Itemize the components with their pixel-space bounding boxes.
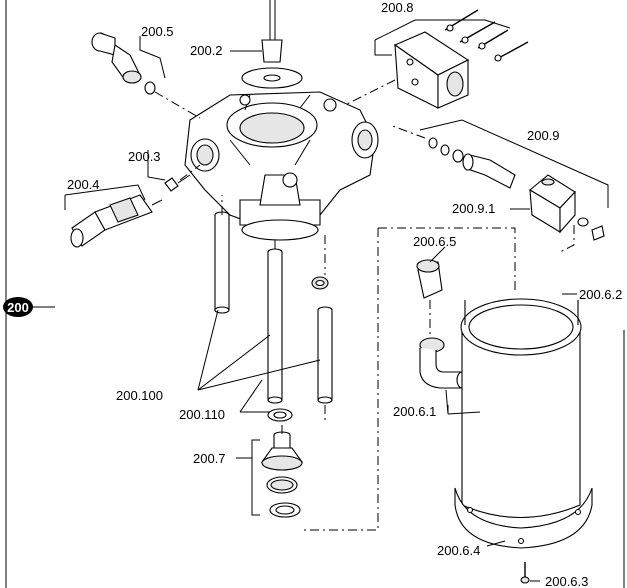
pump-head-body bbox=[184, 91, 379, 241]
callout-200-7[interactable]: 200.7 bbox=[193, 451, 226, 466]
callout-200-9-1[interactable]: 200.9.1 bbox=[452, 201, 495, 216]
callout-200-6-4[interactable]: 200.6.4 bbox=[437, 543, 480, 558]
callout-200-100[interactable]: 200.100 bbox=[116, 388, 163, 403]
assembly-badge-label: 200 bbox=[7, 300, 29, 315]
part-200-7-filter bbox=[260, 431, 304, 518]
part-200-110-rings bbox=[267, 276, 329, 422]
part-200-5-fitting bbox=[91, 32, 156, 95]
callout-200-2[interactable]: 200.2 bbox=[190, 43, 223, 58]
leader-lines bbox=[64, 36, 577, 582]
callout-200-4[interactable]: 200.4 bbox=[67, 177, 100, 192]
part-200-2-shaft-disc bbox=[241, 0, 303, 89]
part-200-6-3-screw bbox=[520, 562, 530, 584]
part-200-100-pipes bbox=[214, 211, 333, 404]
callout-200-6-3[interactable]: 200.6.3 bbox=[545, 574, 588, 588]
part-200-3-screw bbox=[164, 174, 191, 192]
callout-200-5[interactable]: 200.5 bbox=[141, 24, 174, 39]
callout-200-6-1[interactable]: 200.6.1 bbox=[393, 404, 436, 419]
part-200-8-block bbox=[393, 9, 529, 109]
part-200-6-2-tank bbox=[454, 298, 593, 549]
callout-200-9[interactable]: 200.9 bbox=[527, 128, 560, 143]
callout-200-3[interactable]: 200.3 bbox=[128, 149, 161, 164]
part-200-9-valve bbox=[428, 137, 605, 241]
part-200-6-1-elbow bbox=[419, 337, 468, 389]
part-200-4-valve bbox=[70, 194, 163, 248]
callout-200-6-2[interactable]: 200.6.2 bbox=[579, 287, 622, 302]
part-200-6-5-cap bbox=[416, 259, 443, 299]
assembly-badge[interactable]: 200 bbox=[3, 297, 33, 317]
callout-200-8[interactable]: 200.8 bbox=[381, 0, 414, 15]
callout-200-110[interactable]: 200.110 bbox=[179, 407, 225, 422]
callout-200-6-5[interactable]: 200.6.5 bbox=[413, 234, 456, 249]
